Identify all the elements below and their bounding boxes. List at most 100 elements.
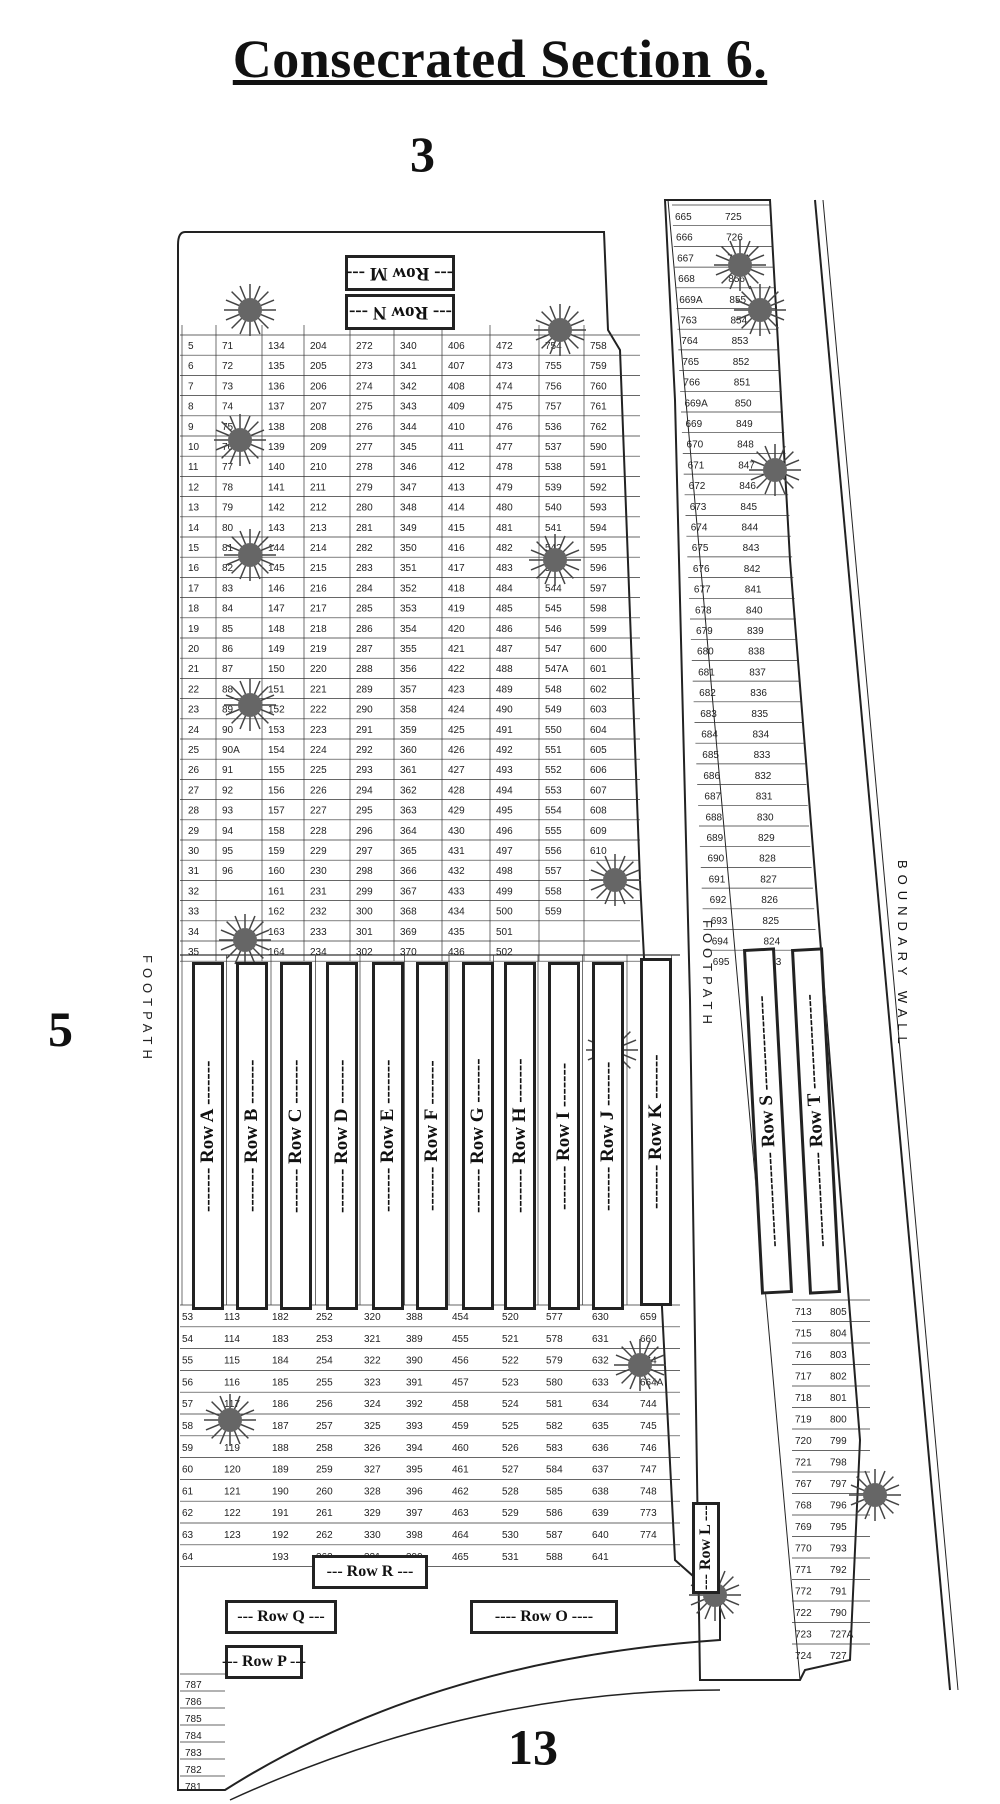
plot-number: 162	[268, 907, 285, 918]
plot-number: 547A	[545, 664, 569, 675]
plot-number: 538	[545, 462, 562, 473]
plot-number: 348	[400, 503, 417, 514]
tree-icon	[749, 444, 801, 496]
plot-number: 345	[400, 442, 417, 453]
plot-number: 256	[316, 1399, 333, 1410]
plot-number: 365	[400, 846, 417, 857]
plot-number: 840	[746, 605, 763, 616]
plot-number: 62	[182, 1508, 194, 1519]
plot-number: 406	[448, 341, 465, 352]
plot-number: 88	[222, 684, 234, 695]
plot-number: 829	[758, 833, 775, 844]
plot-number: 408	[448, 381, 465, 392]
section-13-label: 13	[508, 1719, 558, 1775]
plot-number: 536	[545, 422, 562, 433]
plot-number: 723	[795, 1630, 812, 1641]
plot-number: 541	[545, 523, 562, 534]
plot-number: 759	[590, 361, 607, 372]
plot-number: 792	[830, 1565, 847, 1576]
plot-number: 480	[496, 503, 513, 514]
plot-number: 344	[400, 422, 417, 433]
plot-number: 15	[188, 543, 200, 554]
plot-number: 639	[592, 1508, 609, 1519]
plot-number: 831	[756, 792, 773, 803]
plot-number: 262	[316, 1530, 333, 1541]
plot-number: 671	[688, 460, 705, 471]
plot-number: 134	[268, 341, 285, 352]
plot-number: 787	[185, 1680, 202, 1691]
plot-number: 163	[268, 927, 285, 938]
row-d-label: ------- Row D -------	[331, 1059, 352, 1213]
plot-number: 207	[310, 402, 327, 413]
plot-number: 217	[310, 604, 327, 615]
plot-number: 254	[316, 1356, 333, 1367]
plot-number: 222	[310, 705, 327, 716]
plot-number: 559	[545, 907, 562, 918]
plot-number: 192	[272, 1530, 289, 1541]
plot-number: 286	[356, 624, 373, 635]
plot-number: 157	[268, 806, 285, 817]
plot-number: 745	[640, 1421, 657, 1432]
row-l-label: --- Row L ---	[697, 1505, 714, 1591]
plot-number: 426	[448, 745, 465, 756]
plot-number: 677	[694, 585, 711, 596]
plot-number: 325	[364, 1421, 381, 1432]
plot-number: 526	[502, 1443, 519, 1454]
plot-number: 436	[448, 947, 465, 958]
plot-number: 418	[448, 583, 465, 594]
tree-icon	[534, 304, 586, 356]
plot-number: 161	[268, 886, 285, 897]
plot-number: 435	[448, 927, 465, 938]
plot-number: 680	[697, 647, 714, 658]
plot-number: 11	[188, 462, 199, 473]
plot-number: 456	[452, 1356, 469, 1367]
plot-number: 215	[310, 563, 327, 574]
tree-icon	[589, 854, 641, 906]
plot-number: 493	[496, 765, 513, 776]
tree-icon	[224, 679, 276, 731]
plot-number: 431	[448, 846, 465, 857]
plot-number: 25	[188, 745, 200, 756]
plot-number: 771	[795, 1565, 812, 1576]
plot-number: 301	[356, 927, 373, 938]
plot-number: 226	[310, 785, 327, 796]
plot-number: 685	[702, 750, 719, 761]
plot-number: 156	[268, 785, 285, 796]
plot-number: 669	[686, 419, 703, 430]
plot-number: 86	[222, 644, 234, 655]
plot-number: 342	[400, 381, 417, 392]
plot-number: 277	[356, 442, 373, 453]
plot-number: 299	[356, 886, 373, 897]
plot-number: 32	[188, 886, 200, 897]
plot-number: 279	[356, 482, 373, 493]
plot-number: 495	[496, 806, 513, 817]
plot-number: 184	[272, 1356, 289, 1367]
plot-number: 35	[188, 947, 200, 958]
plot-number: 261	[316, 1508, 333, 1519]
plot-number: 13	[188, 503, 200, 514]
plot-number: 693	[711, 916, 728, 927]
southern-path-curve	[229, 1689, 721, 1801]
plot-number: 33	[188, 907, 200, 918]
plot-number: 797	[830, 1479, 847, 1490]
plot-number: 824	[764, 937, 781, 948]
plot-number: 633	[592, 1377, 609, 1388]
row-n-label: --- Row N ---	[348, 302, 452, 323]
plot-number: 205	[310, 361, 327, 372]
plot-number: 590	[590, 442, 607, 453]
plot-number: 158	[268, 826, 285, 837]
plot-number: 689	[707, 833, 724, 844]
plot-number: 833	[754, 750, 771, 761]
plot-number: 113	[224, 1312, 240, 1323]
plot-number: 145	[268, 563, 285, 574]
plot-number: 151	[268, 684, 285, 695]
plot-number: 676	[693, 564, 710, 575]
plot-number: 364	[400, 826, 417, 837]
plot-number: 206	[310, 381, 327, 392]
plot-number: 721	[795, 1458, 812, 1469]
plot-number: 368	[400, 907, 417, 918]
plot-number: 462	[452, 1486, 469, 1497]
plot-number: 690	[708, 854, 725, 865]
plot-number: 529	[502, 1508, 519, 1519]
